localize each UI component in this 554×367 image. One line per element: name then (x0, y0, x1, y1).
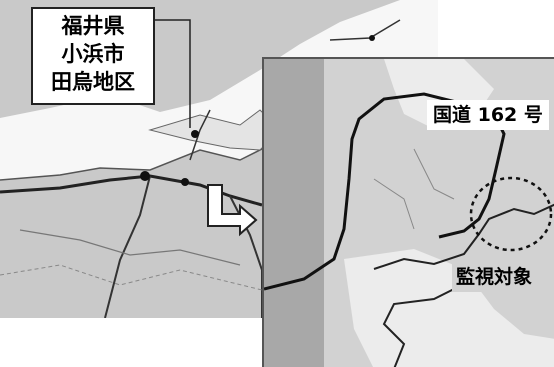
district-label: 田烏地区 (51, 70, 135, 94)
town-marker (369, 35, 375, 41)
town-marker (181, 178, 189, 186)
callout-leader (155, 19, 191, 128)
road-branch (104, 175, 151, 318)
area-label: 福井県 小浜市 田烏地区 (31, 7, 155, 105)
coastline-lower (382, 283, 465, 367)
road-north (189, 109, 211, 161)
coastline-detail (373, 203, 554, 270)
district-boundary (0, 264, 263, 291)
monitoring-target-circle (469, 176, 553, 252)
overview-map-canvas (0, 0, 438, 318)
route-label: 国道 162 号 (427, 100, 549, 130)
prefecture-label: 福井県 (61, 14, 125, 38)
monitoring-target-label: 監視対象 (452, 262, 537, 292)
sea-area (0, 0, 438, 180)
arrow-right-icon (207, 184, 258, 237)
road-route-162 (264, 92, 506, 291)
sea-strip (264, 59, 324, 367)
minor-road (413, 148, 455, 200)
town-marker (191, 130, 199, 138)
river (19, 229, 241, 266)
minor-road (373, 178, 415, 230)
coastline (0, 144, 271, 181)
city-label: 小浜市 (61, 42, 125, 66)
town-marker (140, 171, 150, 181)
